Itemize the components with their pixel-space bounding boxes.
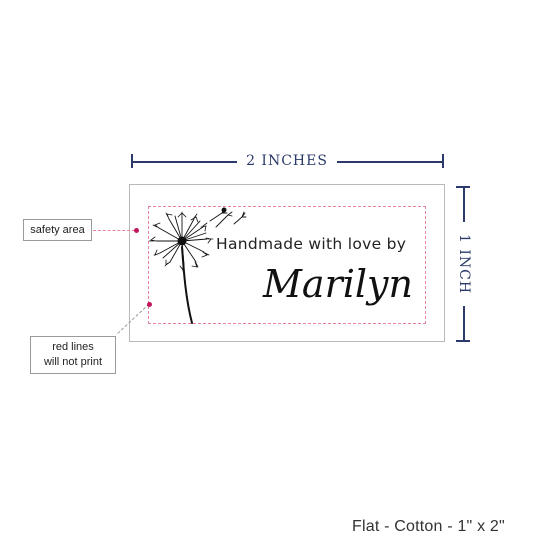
safety-area-pointer-dot	[134, 228, 139, 233]
callout-red-lines: red lines will not print	[30, 336, 116, 374]
safety-area-leader-line	[93, 230, 135, 231]
red-lines-leader-line	[115, 303, 150, 336]
width-dimension-tick-right	[442, 154, 444, 168]
height-dimension-label: 1 INCH	[456, 233, 472, 295]
label-name: Marilyn	[263, 262, 413, 306]
red-lines-pointer-dot	[147, 302, 152, 307]
callout-safety-area: safety area	[23, 219, 92, 241]
width-dimension-tick-left	[131, 154, 133, 168]
callout-safety-area-text: safety area	[30, 224, 85, 236]
callout-red-lines-text-2: will not print	[43, 356, 103, 368]
height-dimension-tick-bottom	[456, 340, 470, 342]
dandelion-icon	[148, 207, 247, 324]
height-dimension-tick-top	[456, 186, 470, 188]
callout-red-lines-text-1: red lines	[52, 341, 94, 353]
label-tagline: Handmade with love by	[216, 235, 407, 253]
product-caption: Flat - Cotton - 1" x 2"	[352, 518, 505, 535]
width-dimension-label: 2 INCHES	[237, 150, 337, 172]
label-preview	[129, 184, 445, 342]
safety-area-outline	[148, 206, 426, 324]
height-dimension-label-wrap: 1 INCH	[454, 222, 474, 306]
